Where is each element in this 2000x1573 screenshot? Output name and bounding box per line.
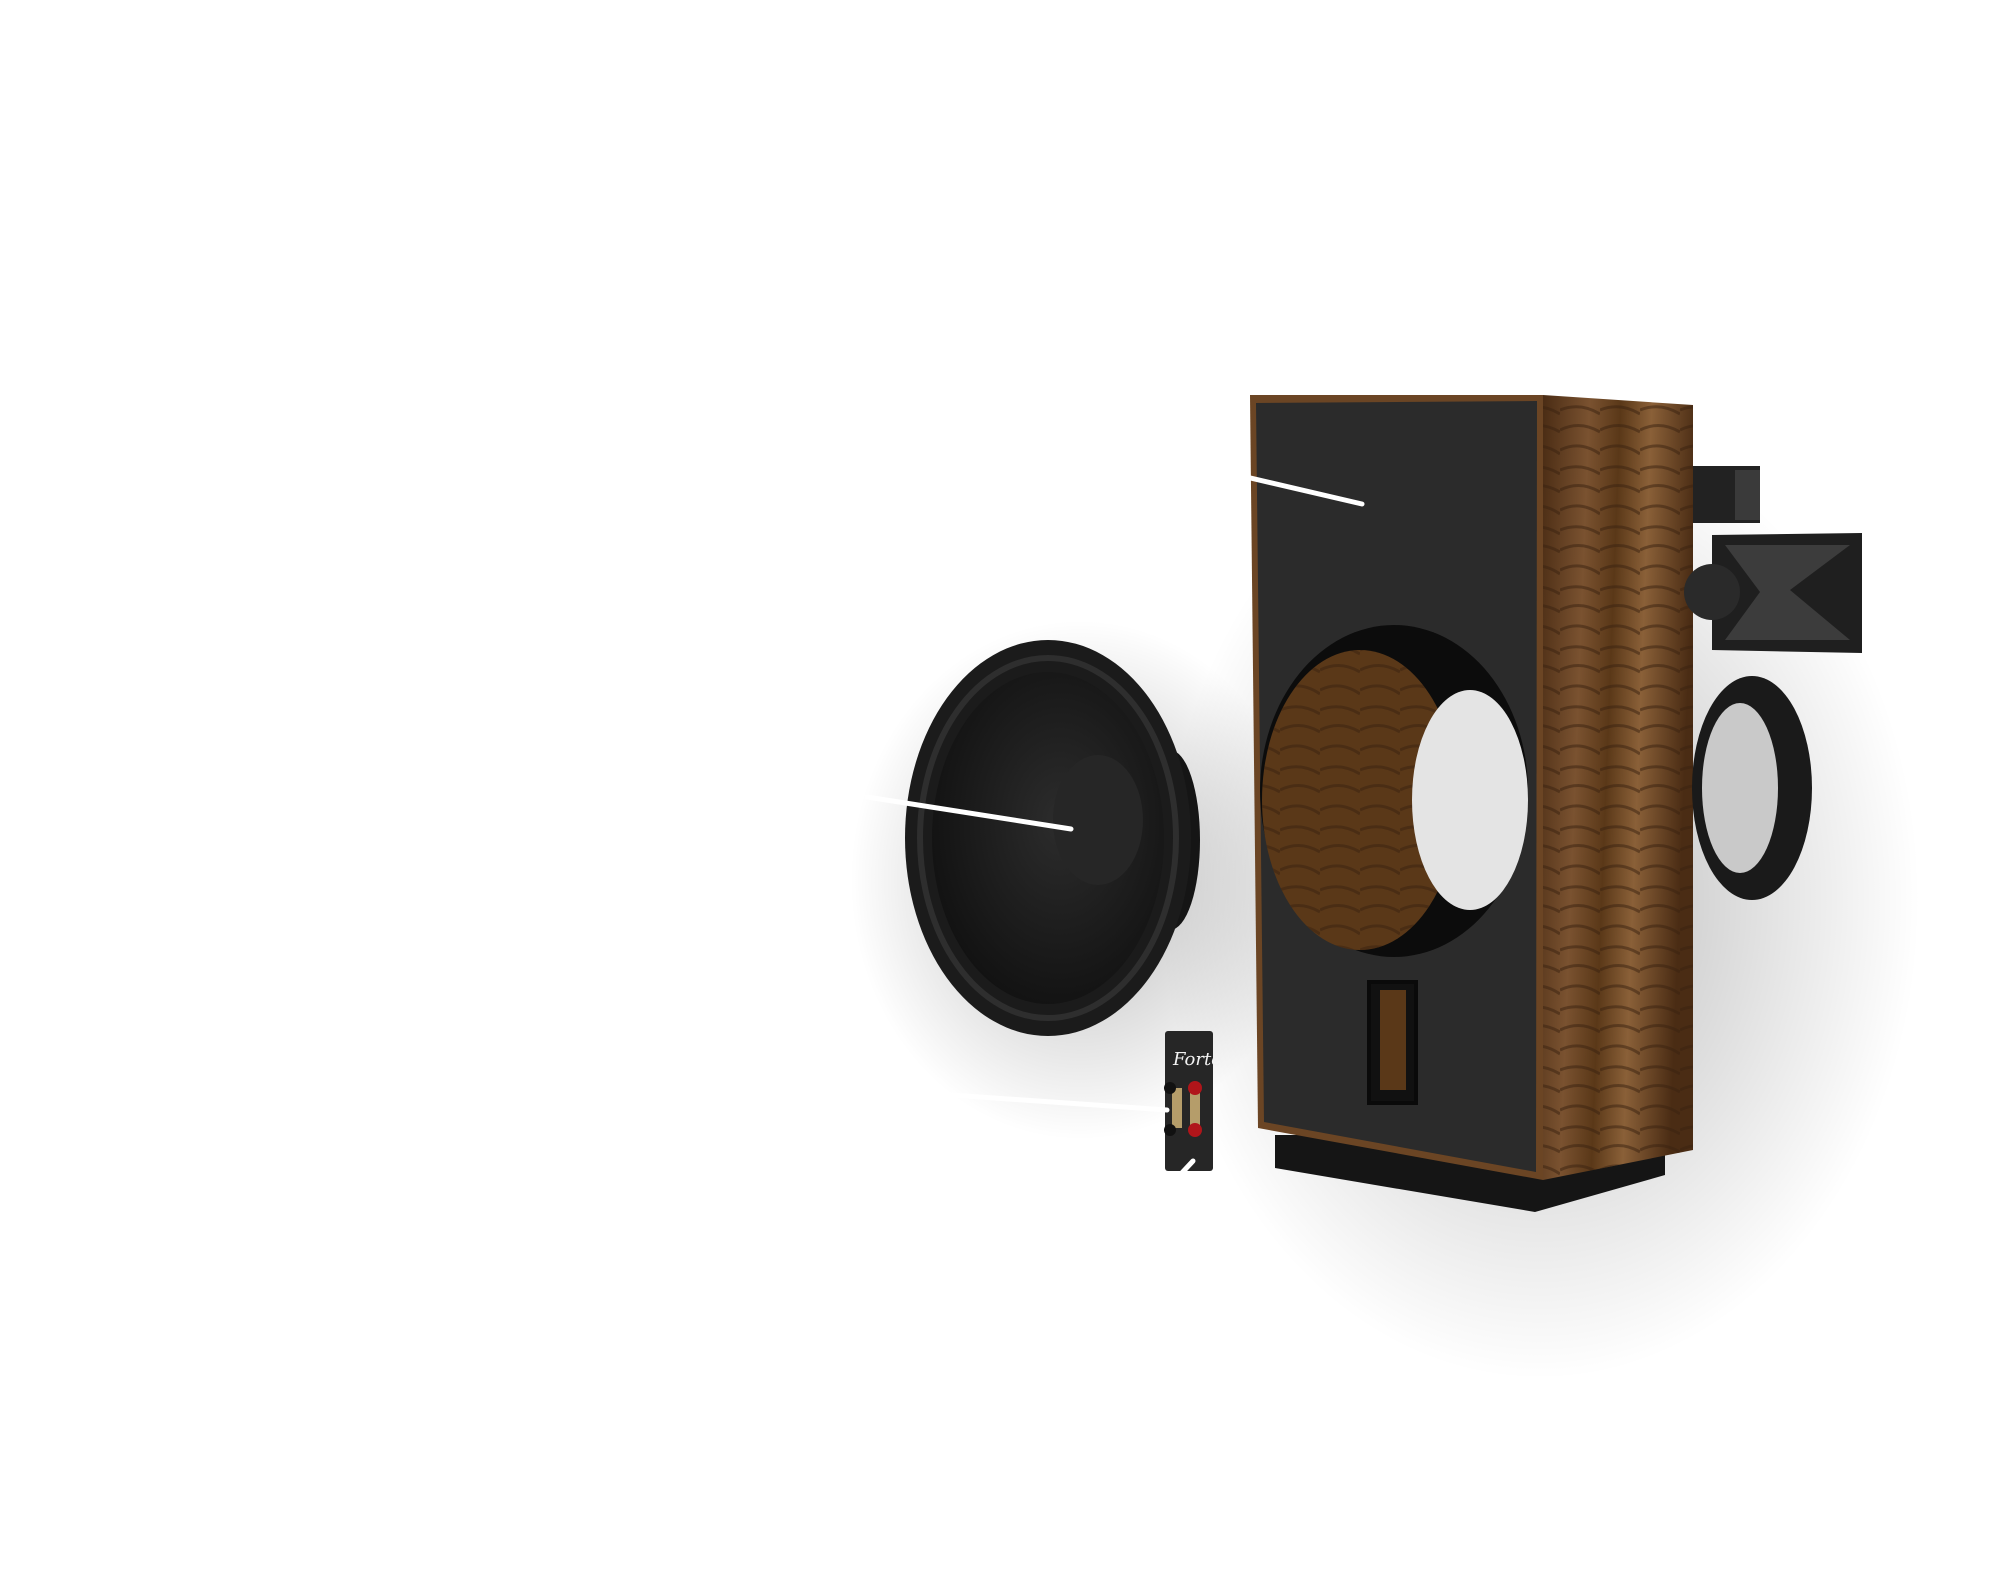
woofer-dust-cap xyxy=(1053,755,1143,885)
binding-post-red-top xyxy=(1188,1081,1202,1095)
tweeter-flare xyxy=(1735,470,1760,520)
terminal-plate xyxy=(1165,1031,1213,1171)
woofer-cone xyxy=(932,672,1164,1004)
port-interior xyxy=(1380,990,1406,1090)
callout-terminal-plate xyxy=(1119,1158,1196,1240)
callout-baffle xyxy=(1196,463,1365,507)
wood-grain xyxy=(1543,395,1693,1180)
callout-woofer xyxy=(864,794,1074,832)
callout-lines xyxy=(864,463,1365,1240)
rear-opening xyxy=(1412,690,1528,910)
woofer-surround xyxy=(917,655,1179,1021)
binding-post-black-top xyxy=(1164,1082,1176,1094)
binding-post-red-bottom xyxy=(1188,1123,1202,1137)
interior-grain xyxy=(1262,650,1458,950)
jumper-left xyxy=(1172,1088,1182,1128)
radiator-basket xyxy=(1702,703,1778,873)
forte-logo: Forte xyxy=(1172,1049,1222,1070)
callout-terminals xyxy=(890,1088,1170,1113)
compression-driver xyxy=(1684,564,1740,620)
horn-throat xyxy=(1725,545,1850,640)
jumper-right xyxy=(1190,1088,1200,1128)
binding-post-black-bottom xyxy=(1164,1124,1176,1136)
